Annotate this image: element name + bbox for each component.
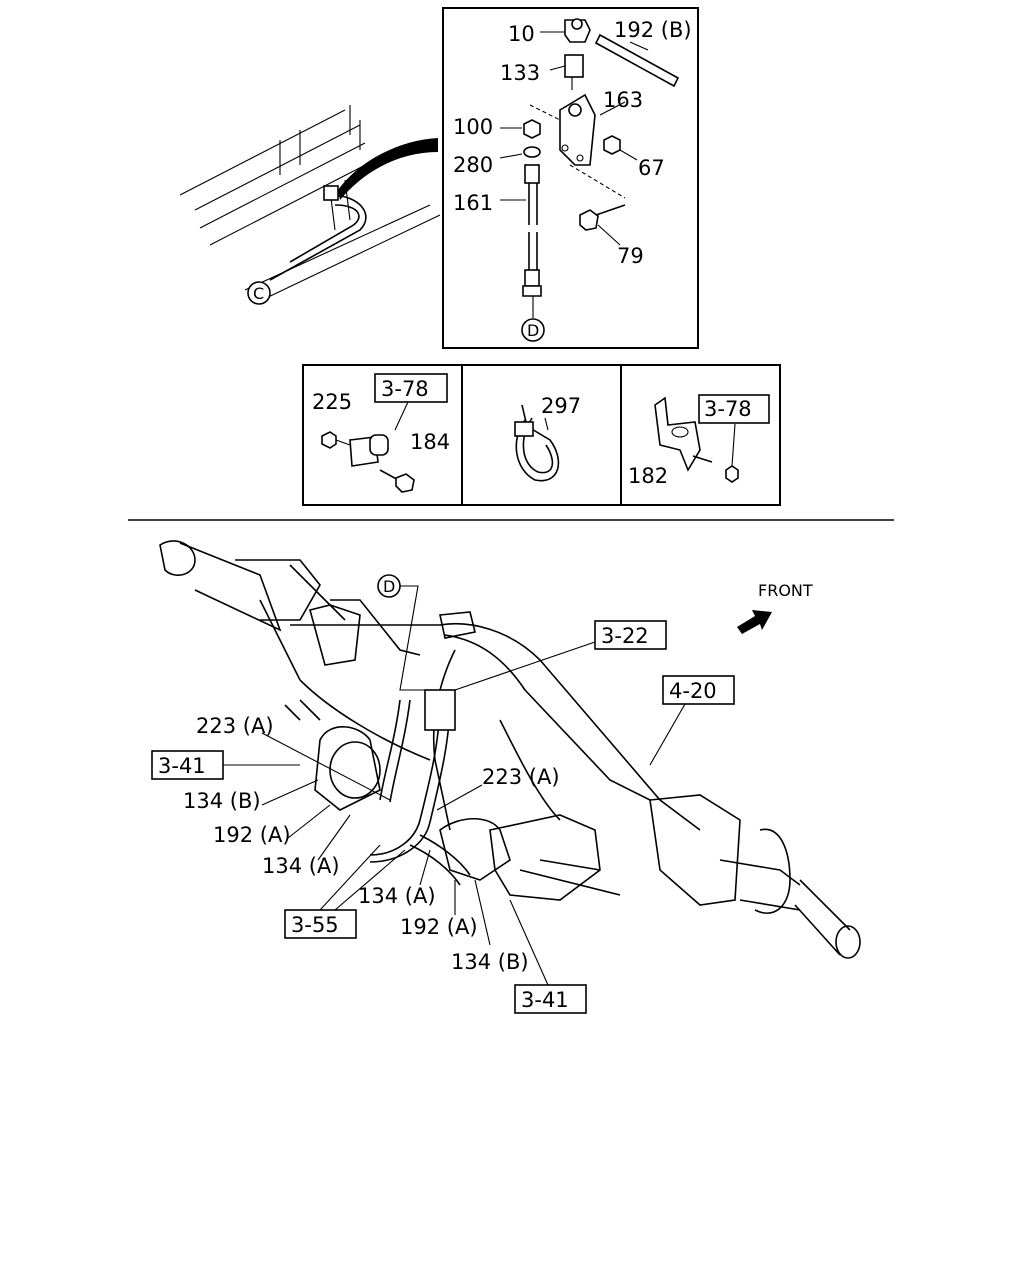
front-arrow-icon xyxy=(737,610,772,634)
ref-4-20: 4-20 xyxy=(669,679,717,703)
label-133: 133 xyxy=(500,61,540,85)
axle-illustration: FRONT D 3-22 4-20 3-41 3-55 3-41 223 (A)… xyxy=(151,540,861,1014)
frame-view: C xyxy=(179,105,441,305)
label-192b: 192 (B) xyxy=(614,18,692,42)
front-label: FRONT xyxy=(758,581,813,600)
label-100: 100 xyxy=(453,115,493,139)
ref-3-78-left: 3-78 xyxy=(381,377,429,401)
label-134b-left: 134 (B) xyxy=(183,789,261,813)
label-161: 161 xyxy=(453,191,493,215)
detail-box-row: 3-78 225 184 297 3-78 182 xyxy=(302,364,781,506)
ref-3-55: 3-55 xyxy=(291,913,339,937)
ref-3-78-right: 3-78 xyxy=(704,397,752,421)
label-223a-right: 223 (A) xyxy=(482,765,560,789)
label-225: 225 xyxy=(312,390,352,414)
label-134b-bottom: 134 (B) xyxy=(451,950,529,974)
label-67: 67 xyxy=(638,156,665,180)
label-223a-left: 223 (A) xyxy=(196,714,274,738)
label-79: 79 xyxy=(617,244,644,268)
ref-box-3-78-left xyxy=(374,373,448,403)
marker-c-label: C xyxy=(253,284,264,303)
marker-d-label: D xyxy=(527,321,539,340)
ref-3-41-bottom: 3-41 xyxy=(521,988,569,1012)
marker-c xyxy=(247,281,271,305)
main-marker-d-label: D xyxy=(383,577,395,596)
label-134a-mid: 134 (A) xyxy=(358,884,436,908)
label-297: 297 xyxy=(541,394,581,418)
label-184: 184 xyxy=(410,430,450,454)
ref-3-22: 3-22 xyxy=(601,624,649,648)
label-192a-left: 192 (A) xyxy=(213,823,291,847)
ref-box-3-78-right xyxy=(698,394,770,424)
ref-3-41-left: 3-41 xyxy=(158,754,206,778)
label-182: 182 xyxy=(628,464,668,488)
label-192a-mid: 192 (A) xyxy=(400,915,478,939)
label-10: 10 xyxy=(508,22,535,46)
label-280: 280 xyxy=(453,153,493,177)
label-163: 163 xyxy=(603,88,643,112)
detail-box-top: D 10 192 (B) 133 163 100 280 67 161 79 xyxy=(442,7,699,349)
label-134a-left: 134 (A) xyxy=(262,854,340,878)
